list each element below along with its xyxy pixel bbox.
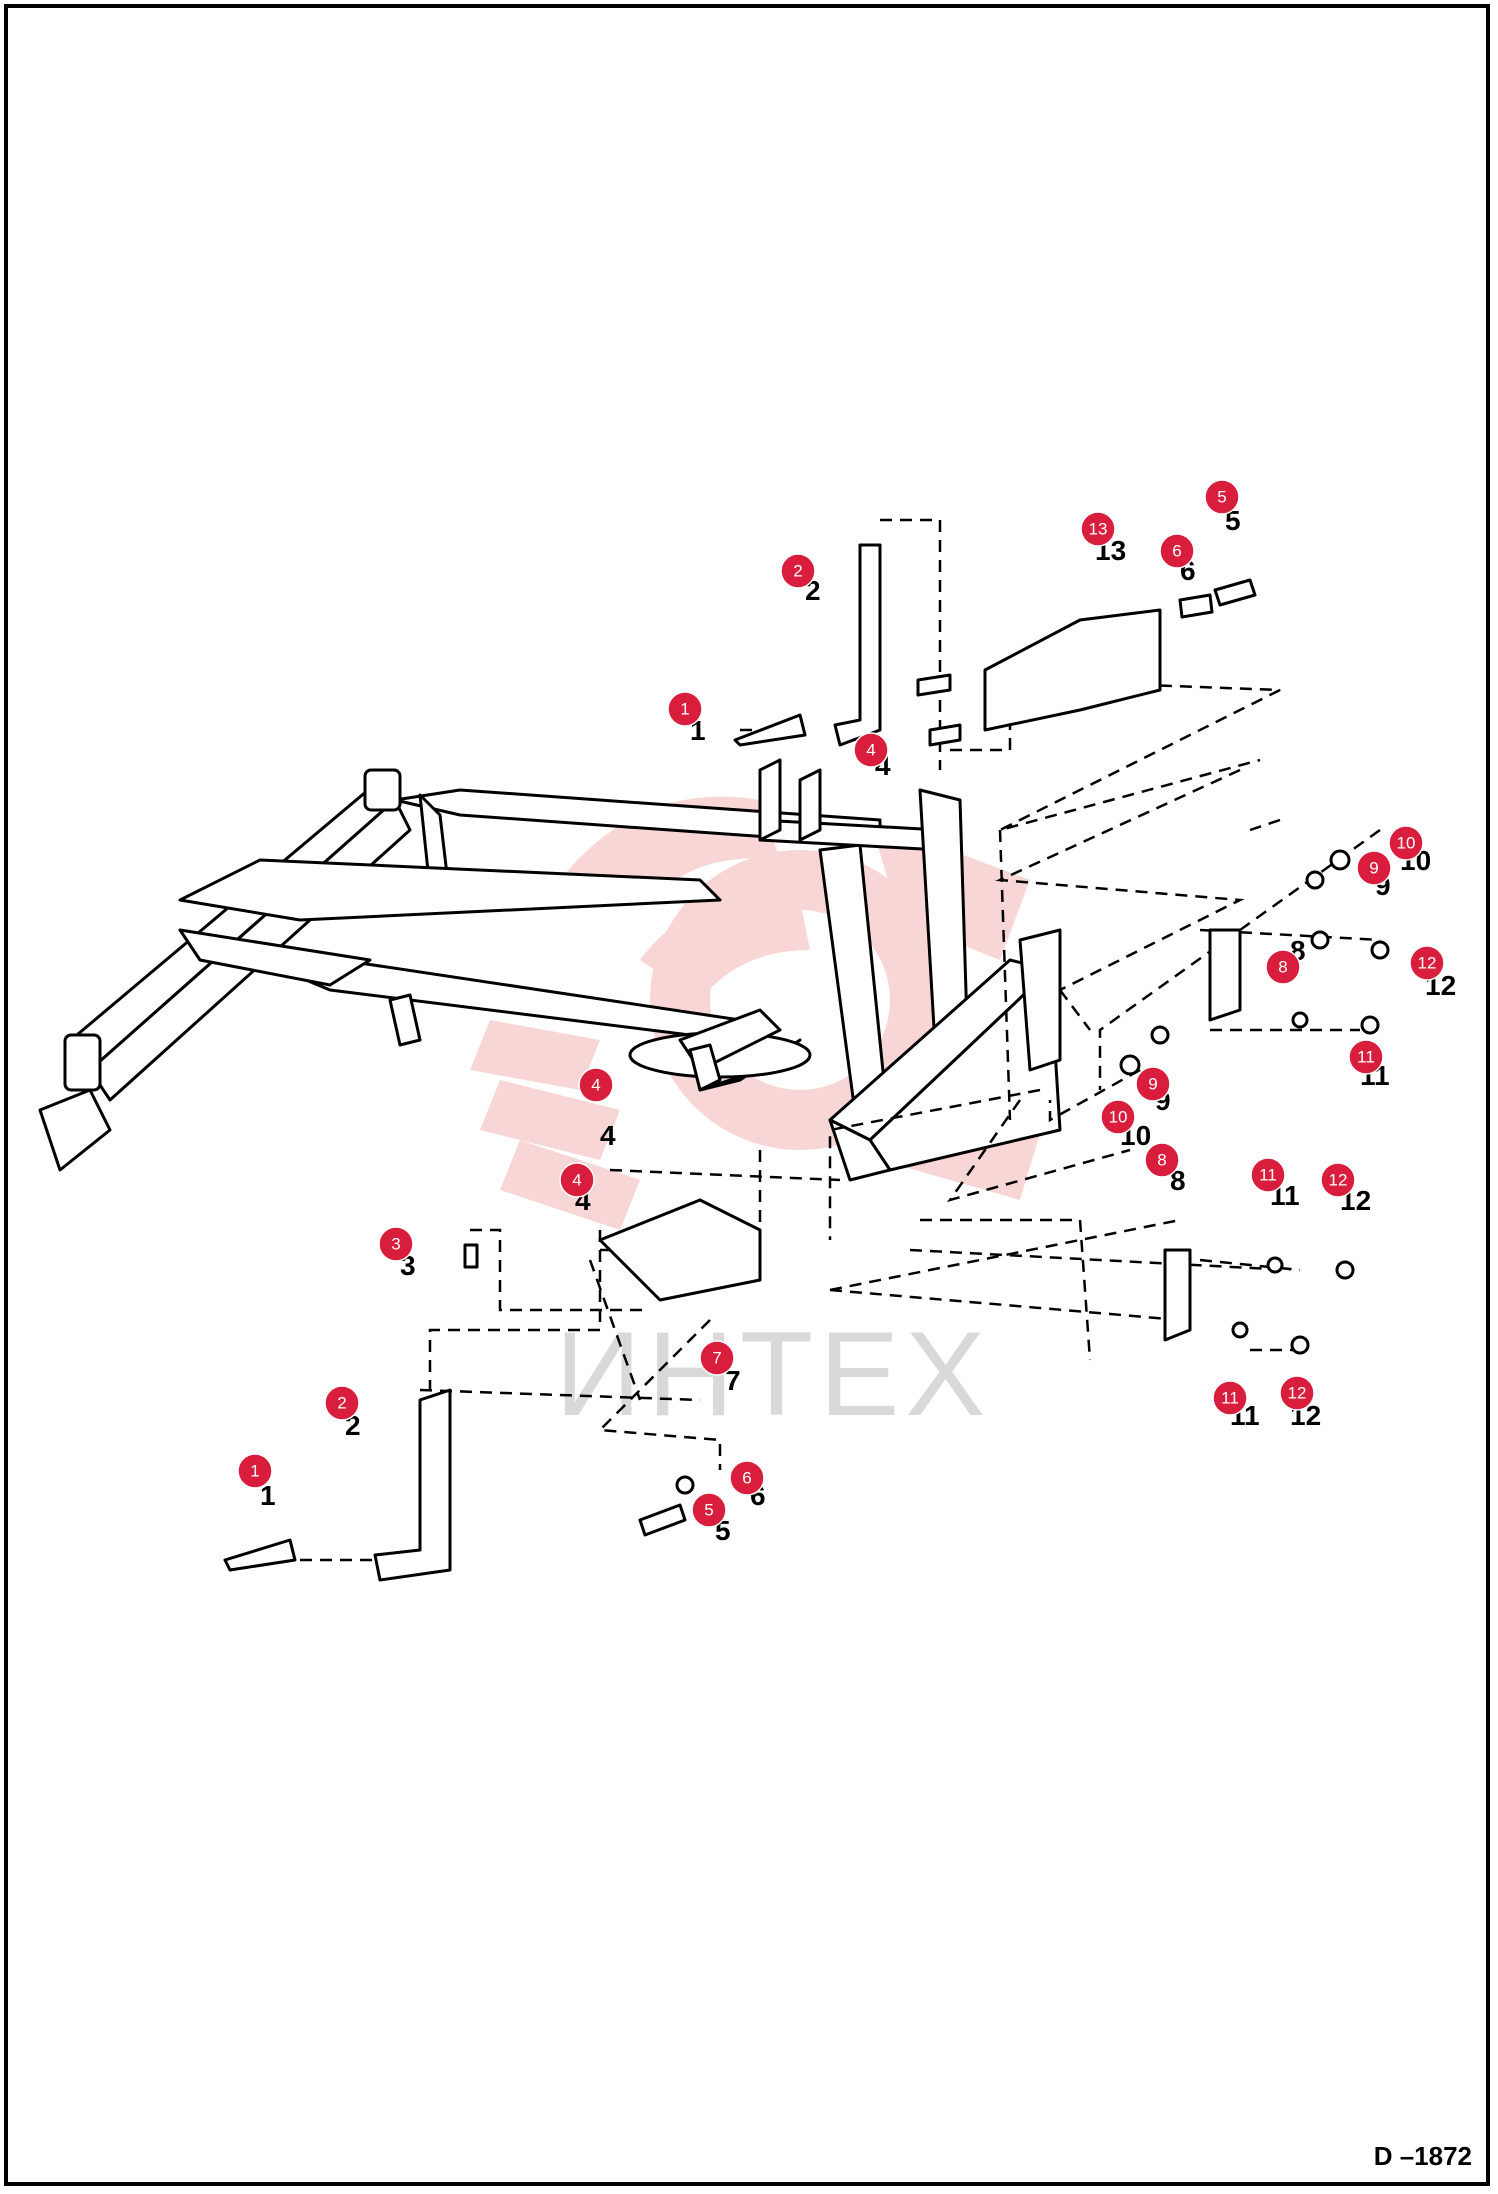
callout-8[interactable]: 8 [1265, 949, 1301, 985]
ref-number: 4 [600, 1120, 616, 1151]
callout-8[interactable]: 8 [1144, 1142, 1180, 1178]
svg-text:11: 11 [1221, 1389, 1239, 1408]
nut-right-b [1310, 930, 1330, 950]
callout-12[interactable]: 12 [1409, 945, 1445, 981]
watermark-text: ИНТЕХ [555, 1307, 991, 1441]
washer-lower [675, 1475, 695, 1495]
nut-right-c [1291, 1011, 1309, 1029]
mount-block [983, 608, 1162, 732]
svg-text:1: 1 [250, 1462, 259, 1481]
callout-6[interactable]: 6 [1159, 533, 1195, 569]
callout-12[interactable]: 12 [1320, 1162, 1356, 1198]
svg-text:2: 2 [793, 562, 802, 581]
bracket-lower [373, 1388, 452, 1582]
callout-11[interactable]: 11 [1212, 1380, 1248, 1416]
handle-lower [1163, 1248, 1192, 1342]
svg-text:3: 3 [391, 1235, 400, 1254]
callout-2[interactable]: 2 [324, 1385, 360, 1421]
svg-text:6: 6 [1172, 542, 1181, 561]
callout-4[interactable]: 4 [578, 1067, 614, 1103]
callout-5[interactable]: 5 [1204, 479, 1240, 515]
callout-12[interactable]: 12 [1279, 1375, 1315, 1411]
callout-6[interactable]: 6 [729, 1460, 765, 1496]
washer-right-c [1360, 1015, 1380, 1035]
svg-text:6: 6 [742, 1469, 751, 1488]
washer-right-b [1370, 940, 1390, 960]
callout-markers: 1 2 13 6 5 4 10 9 8 12 11 9 10 8 4 4 3 1… [237, 479, 1445, 1528]
svg-text:12: 12 [1418, 954, 1437, 973]
loader-frame [38, 758, 1062, 1182]
diagram-code: D –1872 [1373, 2141, 1472, 2171]
svg-text:2: 2 [337, 1394, 346, 1413]
nut-mid [1150, 1025, 1170, 1045]
svg-text:7: 7 [712, 1349, 721, 1368]
svg-text:8: 8 [1278, 958, 1287, 977]
svg-text:13: 13 [1089, 520, 1108, 539]
nut-low-b [1231, 1321, 1249, 1339]
svg-text:1: 1 [680, 700, 689, 719]
ref-number: 1 [260, 1480, 276, 1511]
washer-upper [1178, 593, 1214, 619]
callout-10[interactable]: 10 [1388, 825, 1424, 861]
svg-text:10: 10 [1397, 834, 1416, 853]
pin-part [463, 1243, 479, 1269]
callout-13[interactable]: 13 [1080, 511, 1116, 547]
handle-upper [1208, 928, 1242, 1022]
callout-11[interactable]: 11 [1250, 1157, 1286, 1193]
callout-11[interactable]: 11 [1348, 1039, 1384, 1075]
callout-5[interactable]: 5 [691, 1492, 727, 1528]
svg-text:5: 5 [1217, 488, 1226, 507]
bracket-upper [833, 543, 882, 747]
nut-right-a [1305, 870, 1325, 890]
bolt-upper-b [928, 723, 962, 747]
callout-3[interactable]: 3 [378, 1226, 414, 1262]
callout-9[interactable]: 9 [1135, 1066, 1171, 1102]
svg-text:12: 12 [1329, 1171, 1348, 1190]
wedge-block-lower [223, 1538, 297, 1572]
bolt-upper-a [916, 673, 952, 697]
bolt-top [1213, 578, 1257, 607]
svg-text:8: 8 [1157, 1151, 1166, 1170]
ref-number: 7 [725, 1365, 741, 1396]
wedge-block-upper [733, 713, 807, 747]
callout-1[interactable]: 1 [237, 1453, 273, 1489]
svg-text:4: 4 [572, 1171, 581, 1190]
callout-1[interactable]: 1 [667, 691, 703, 727]
callout-2[interactable]: 2 [780, 553, 816, 589]
callout-4[interactable]: 4 [559, 1162, 595, 1198]
mount-block-lower [598, 1198, 762, 1302]
svg-text:10: 10 [1109, 1108, 1128, 1127]
washer-low-a [1335, 1260, 1355, 1280]
svg-text:5: 5 [704, 1501, 713, 1520]
svg-text:4: 4 [591, 1076, 600, 1095]
svg-text:12: 12 [1288, 1384, 1307, 1403]
exploded-parts [223, 543, 1390, 1582]
callout-9[interactable]: 9 [1356, 850, 1392, 886]
svg-text:9: 9 [1369, 859, 1378, 878]
svg-text:11: 11 [1259, 1166, 1277, 1185]
svg-text:11: 11 [1357, 1048, 1375, 1067]
nut-low-a [1266, 1256, 1284, 1274]
washer-right-a [1329, 849, 1351, 871]
bolt-lower [638, 1503, 687, 1537]
callout-4[interactable]: 4 [853, 732, 889, 768]
svg-text:9: 9 [1148, 1075, 1157, 1094]
callout-10[interactable]: 10 [1100, 1099, 1136, 1135]
svg-text:4: 4 [866, 741, 875, 760]
washer-mid [1119, 1054, 1141, 1076]
washer-low-b [1290, 1335, 1310, 1355]
explosion-lines [280, 518, 1381, 1562]
callout-7[interactable]: 7 [699, 1340, 735, 1376]
